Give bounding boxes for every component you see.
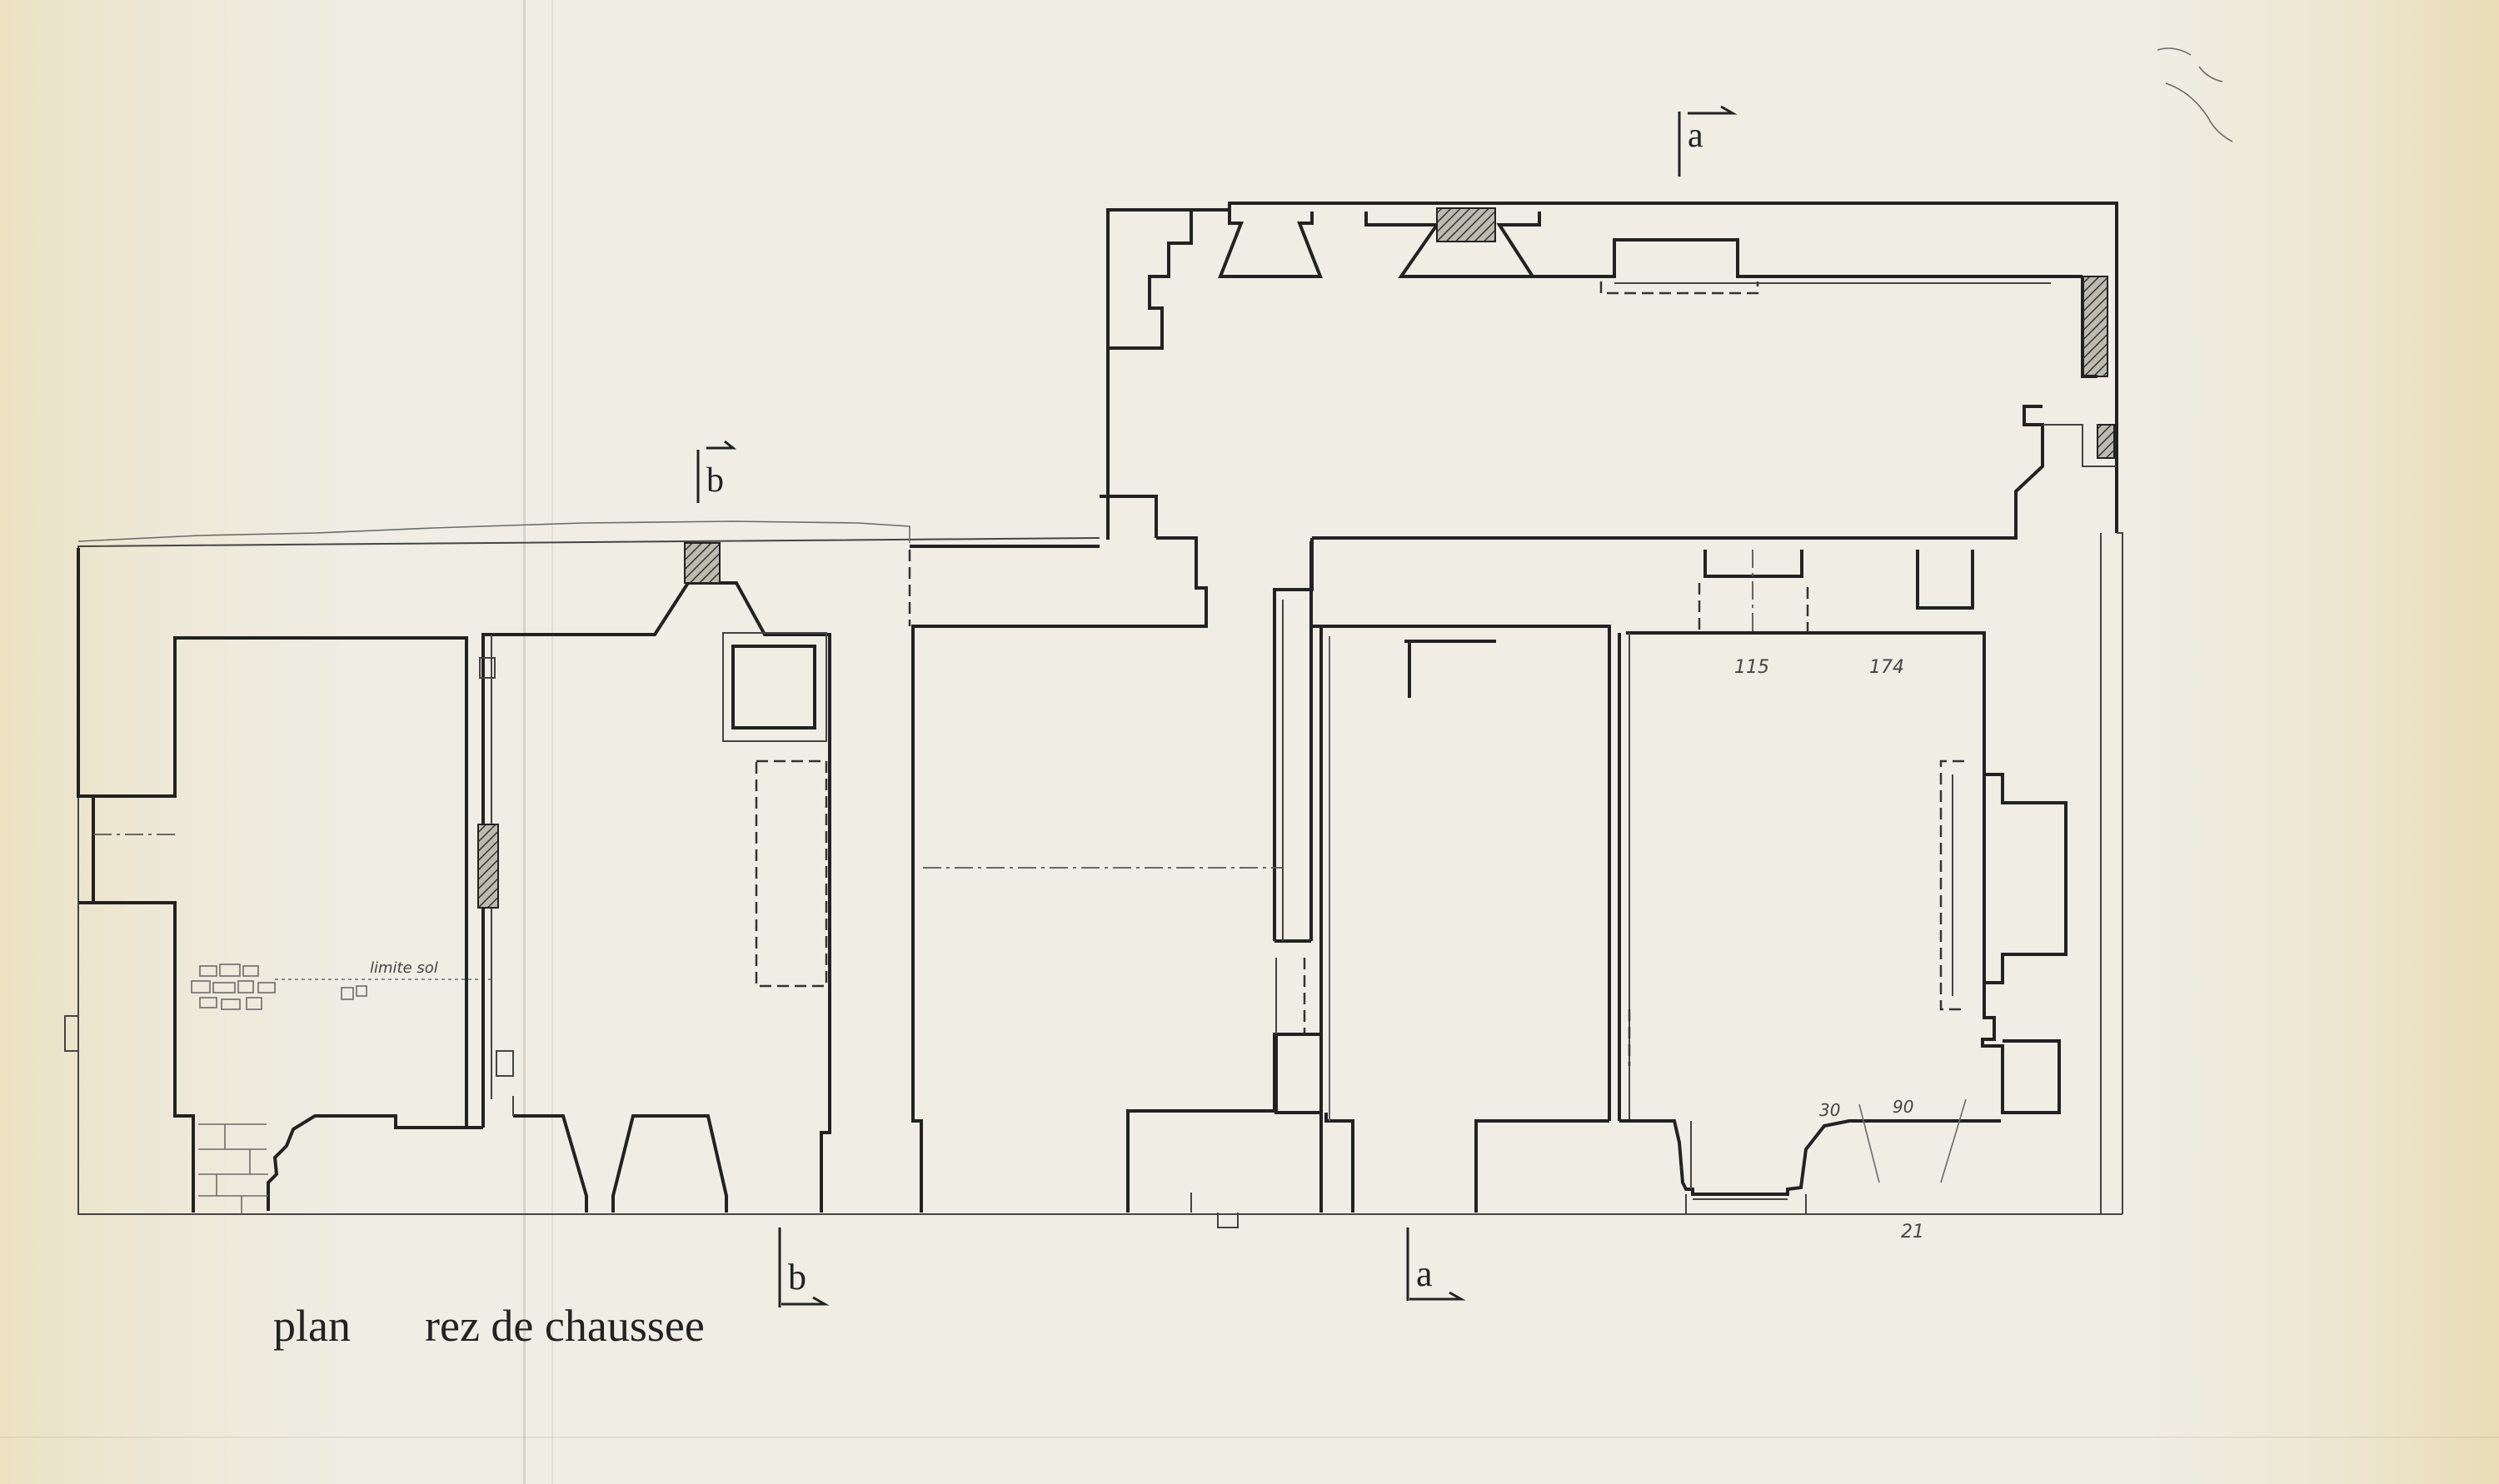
room-5: 30 90 115 174 21 <box>1618 631 2068 1242</box>
section-label-b-top: b <box>706 461 724 500</box>
section-label-b-bottom: b <box>788 1257 806 1297</box>
title-rez-de-chaussee: rez de chaussee <box>425 1301 705 1351</box>
dim-21: 21 <box>1901 1222 1924 1242</box>
title-plan: plan <box>273 1301 351 1351</box>
hatched-chimney <box>684 542 721 584</box>
paper-fold <box>0 1437 2499 1438</box>
section-mark-b-top: b <box>696 440 737 503</box>
hatched-wall <box>2082 276 2108 377</box>
room-1: limite sol <box>64 548 491 1214</box>
dim-115: 115 <box>1734 657 1769 678</box>
corridor <box>910 495 1314 943</box>
paper-fold <box>523 0 526 1484</box>
section-label-a-bottom: a <box>1416 1253 1433 1294</box>
dim-90: 90 <box>1893 1097 1913 1117</box>
upper-room <box>1108 207 2117 635</box>
closet-box <box>731 645 816 730</box>
hatched-wall <box>2097 424 2115 459</box>
section-mark-b-bottom: b <box>778 1228 830 1307</box>
dim-174: 174 <box>1869 657 1904 678</box>
room-3 <box>908 550 1323 1228</box>
room-2 <box>466 542 831 1213</box>
hatched-wall <box>477 824 499 909</box>
section-mark-a-top: a <box>1678 105 1738 177</box>
limite-sol-note: limite sol <box>370 959 438 977</box>
hatched-chimney <box>1436 207 1496 242</box>
outer-walls <box>77 202 2123 1215</box>
pencil-scribble <box>2157 47 2233 142</box>
dim-30: 30 <box>1819 1100 1840 1120</box>
paper-fold <box>551 0 553 1484</box>
room-4 <box>1309 541 1611 1213</box>
section-label-a-top: a <box>1688 117 1703 155</box>
section-mark-a-bottom: a <box>1406 1228 1466 1301</box>
